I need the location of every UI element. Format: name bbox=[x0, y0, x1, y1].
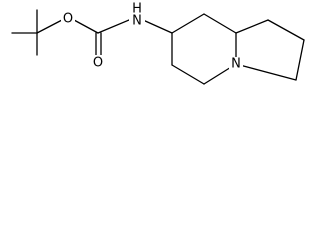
bond-c3-n4 bbox=[235, 63, 297, 81]
bond-n-to-ring-c7 bbox=[142, 19, 173, 34]
bond-c8a-c1 bbox=[235, 19, 269, 34]
atom-labels: O O H N N bbox=[61, 2, 243, 72]
carbonyl-oxygen-label: O bbox=[93, 56, 103, 71]
bond-tbutyl-c-to-ester-o bbox=[36, 19, 63, 34]
amide-nitrogen-label: N bbox=[132, 14, 142, 29]
pyrrolidine-ring bbox=[235, 19, 305, 81]
bond-c2-c3 bbox=[295, 39, 305, 81]
bond-c8-c8a bbox=[203, 13, 237, 34]
ester-oxygen-label: O bbox=[63, 12, 73, 27]
bond-c5-c6 bbox=[171, 64, 205, 85]
tert-butyl-group bbox=[11, 9, 63, 56]
carbamate-group bbox=[73, 19, 173, 56]
amide-hydrogen-label: H bbox=[132, 2, 142, 17]
ring-nitrogen-label: N bbox=[231, 57, 241, 72]
bond-c1-c2 bbox=[267, 19, 305, 41]
piperidine-ring bbox=[171, 13, 237, 85]
bond-carbonyl-c-to-n bbox=[97, 19, 130, 34]
bond-ester-o-to-carbonyl-c bbox=[73, 19, 99, 34]
chemical-structure: O O H N N bbox=[11, 2, 305, 85]
bond-c7-c8 bbox=[171, 13, 205, 34]
